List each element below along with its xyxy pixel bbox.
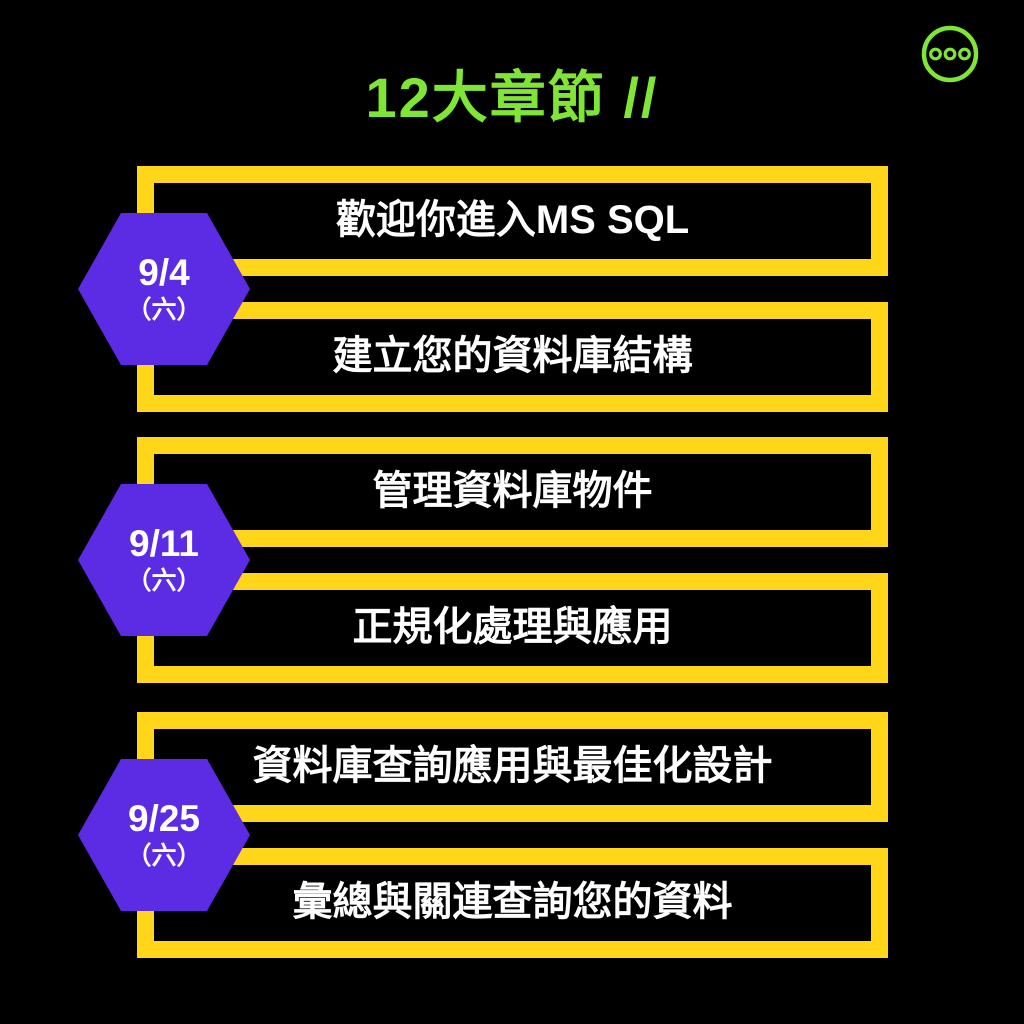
date-label: 9/4 [138, 252, 190, 294]
date-hexagon: 9/11 （六） [78, 484, 250, 636]
chapter-label: 管理資料庫物件 [372, 469, 653, 513]
chapter-label: 正規化處理與應用 [352, 605, 673, 649]
chapter-bar: 建立您的資料庫結構 [137, 302, 888, 412]
chapter-label: 歡迎你進入MS SQL [335, 198, 690, 242]
chapter-bar: 管理資料庫物件 [137, 437, 888, 547]
chapter-label: 建立您的資料庫結構 [332, 334, 693, 378]
weekday-label: （六） [126, 296, 202, 325]
schedule-group-3: 資料庫查詢應用與最佳化設計 彙總與關連查詢您的資料 9/25 （六） [0, 712, 1024, 958]
chapter-bar: 正規化處理與應用 [137, 573, 888, 683]
chapter-label: 資料庫查詢應用與最佳化設計 [252, 744, 773, 788]
weekday-label: （六） [126, 567, 202, 596]
more-dots-icon [920, 24, 980, 84]
schedule-group-2: 管理資料庫物件 正規化處理與應用 9/11 （六） [0, 437, 1024, 683]
chapter-bar: 彙總與關連查詢您的資料 [137, 848, 888, 958]
chapter-label: 彙總與關連查詢您的資料 [292, 880, 733, 924]
schedule-group-1: 歡迎你進入MS SQL 建立您的資料庫結構 9/4 （六） [0, 166, 1024, 412]
date-label: 9/25 [127, 798, 200, 840]
chapter-bar: 資料庫查詢應用與最佳化設計 [137, 712, 888, 822]
page-title: 12大章節 // [365, 66, 659, 129]
date-label: 9/11 [129, 523, 199, 565]
weekday-label: （六） [126, 842, 202, 871]
chapter-bar: 歡迎你進入MS SQL [137, 166, 888, 276]
